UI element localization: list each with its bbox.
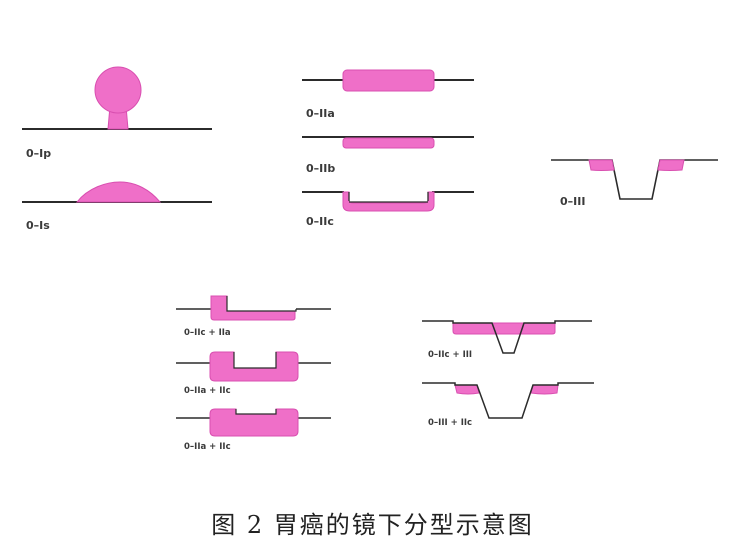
polyp-head [94,66,142,114]
elevated-lesion [342,69,435,92]
type-0-iia-iic-2: 0–IIa + IIc [176,408,331,452]
label-0-iia-iic-1: 0–IIa + IIc [184,386,231,396]
type-0-iia-iic-1: 0–IIa + IIc [176,351,331,396]
label-0-ip: 0–Ip [26,147,51,160]
ulcer-profile [422,382,594,419]
label-0-is: 0–Is [26,219,50,232]
label-0-iic: 0–IIc [306,215,334,228]
surface-line [226,296,297,312]
lesion [210,295,296,321]
label-0-iic-iii: 0–IIc + III [428,350,472,360]
label-0-iia: 0–IIa [306,107,335,120]
depression-line [235,409,277,415]
type-0-iii-iic: 0–III + IIc [422,382,594,428]
ulcer-profile [422,320,592,354]
ulcer-edge-right [530,384,559,395]
type-0-iib: 0–IIb [302,136,474,175]
ulcer-edge-left [588,159,615,171]
depression-line [233,352,277,369]
label-0-iia-iic-2: 0–IIa + IIc [184,442,231,452]
lesion [452,322,556,335]
type-0-iii: 0–III [551,159,718,208]
label-0-iii: 0–III [560,195,585,208]
lesion [209,351,299,382]
type-0-iic-iia: 0–IIc + IIa [176,295,331,338]
flat-lesion [342,137,435,149]
type-0-ip: 0–Ip [22,66,212,160]
type-0-iic: 0–IIc [302,191,474,228]
ulcer-edge-left [454,384,480,395]
type-0-is: 0–Is [22,181,212,232]
label-0-iic-iia: 0–IIc + IIa [184,328,231,338]
ulcer-profile [551,159,718,200]
type-0-iia: 0–IIa [302,69,474,120]
figure-caption: 图 2 胃癌的镜下分型示意图 [211,511,534,539]
ulcer-edge-right [657,159,685,171]
lesion [209,408,299,437]
label-0-iib: 0–IIb [306,162,335,175]
sessile-lesion [75,181,162,203]
label-0-iii-iic: 0–III + IIc [428,418,472,428]
type-0-iic-iii: 0–IIc + III [422,320,592,360]
